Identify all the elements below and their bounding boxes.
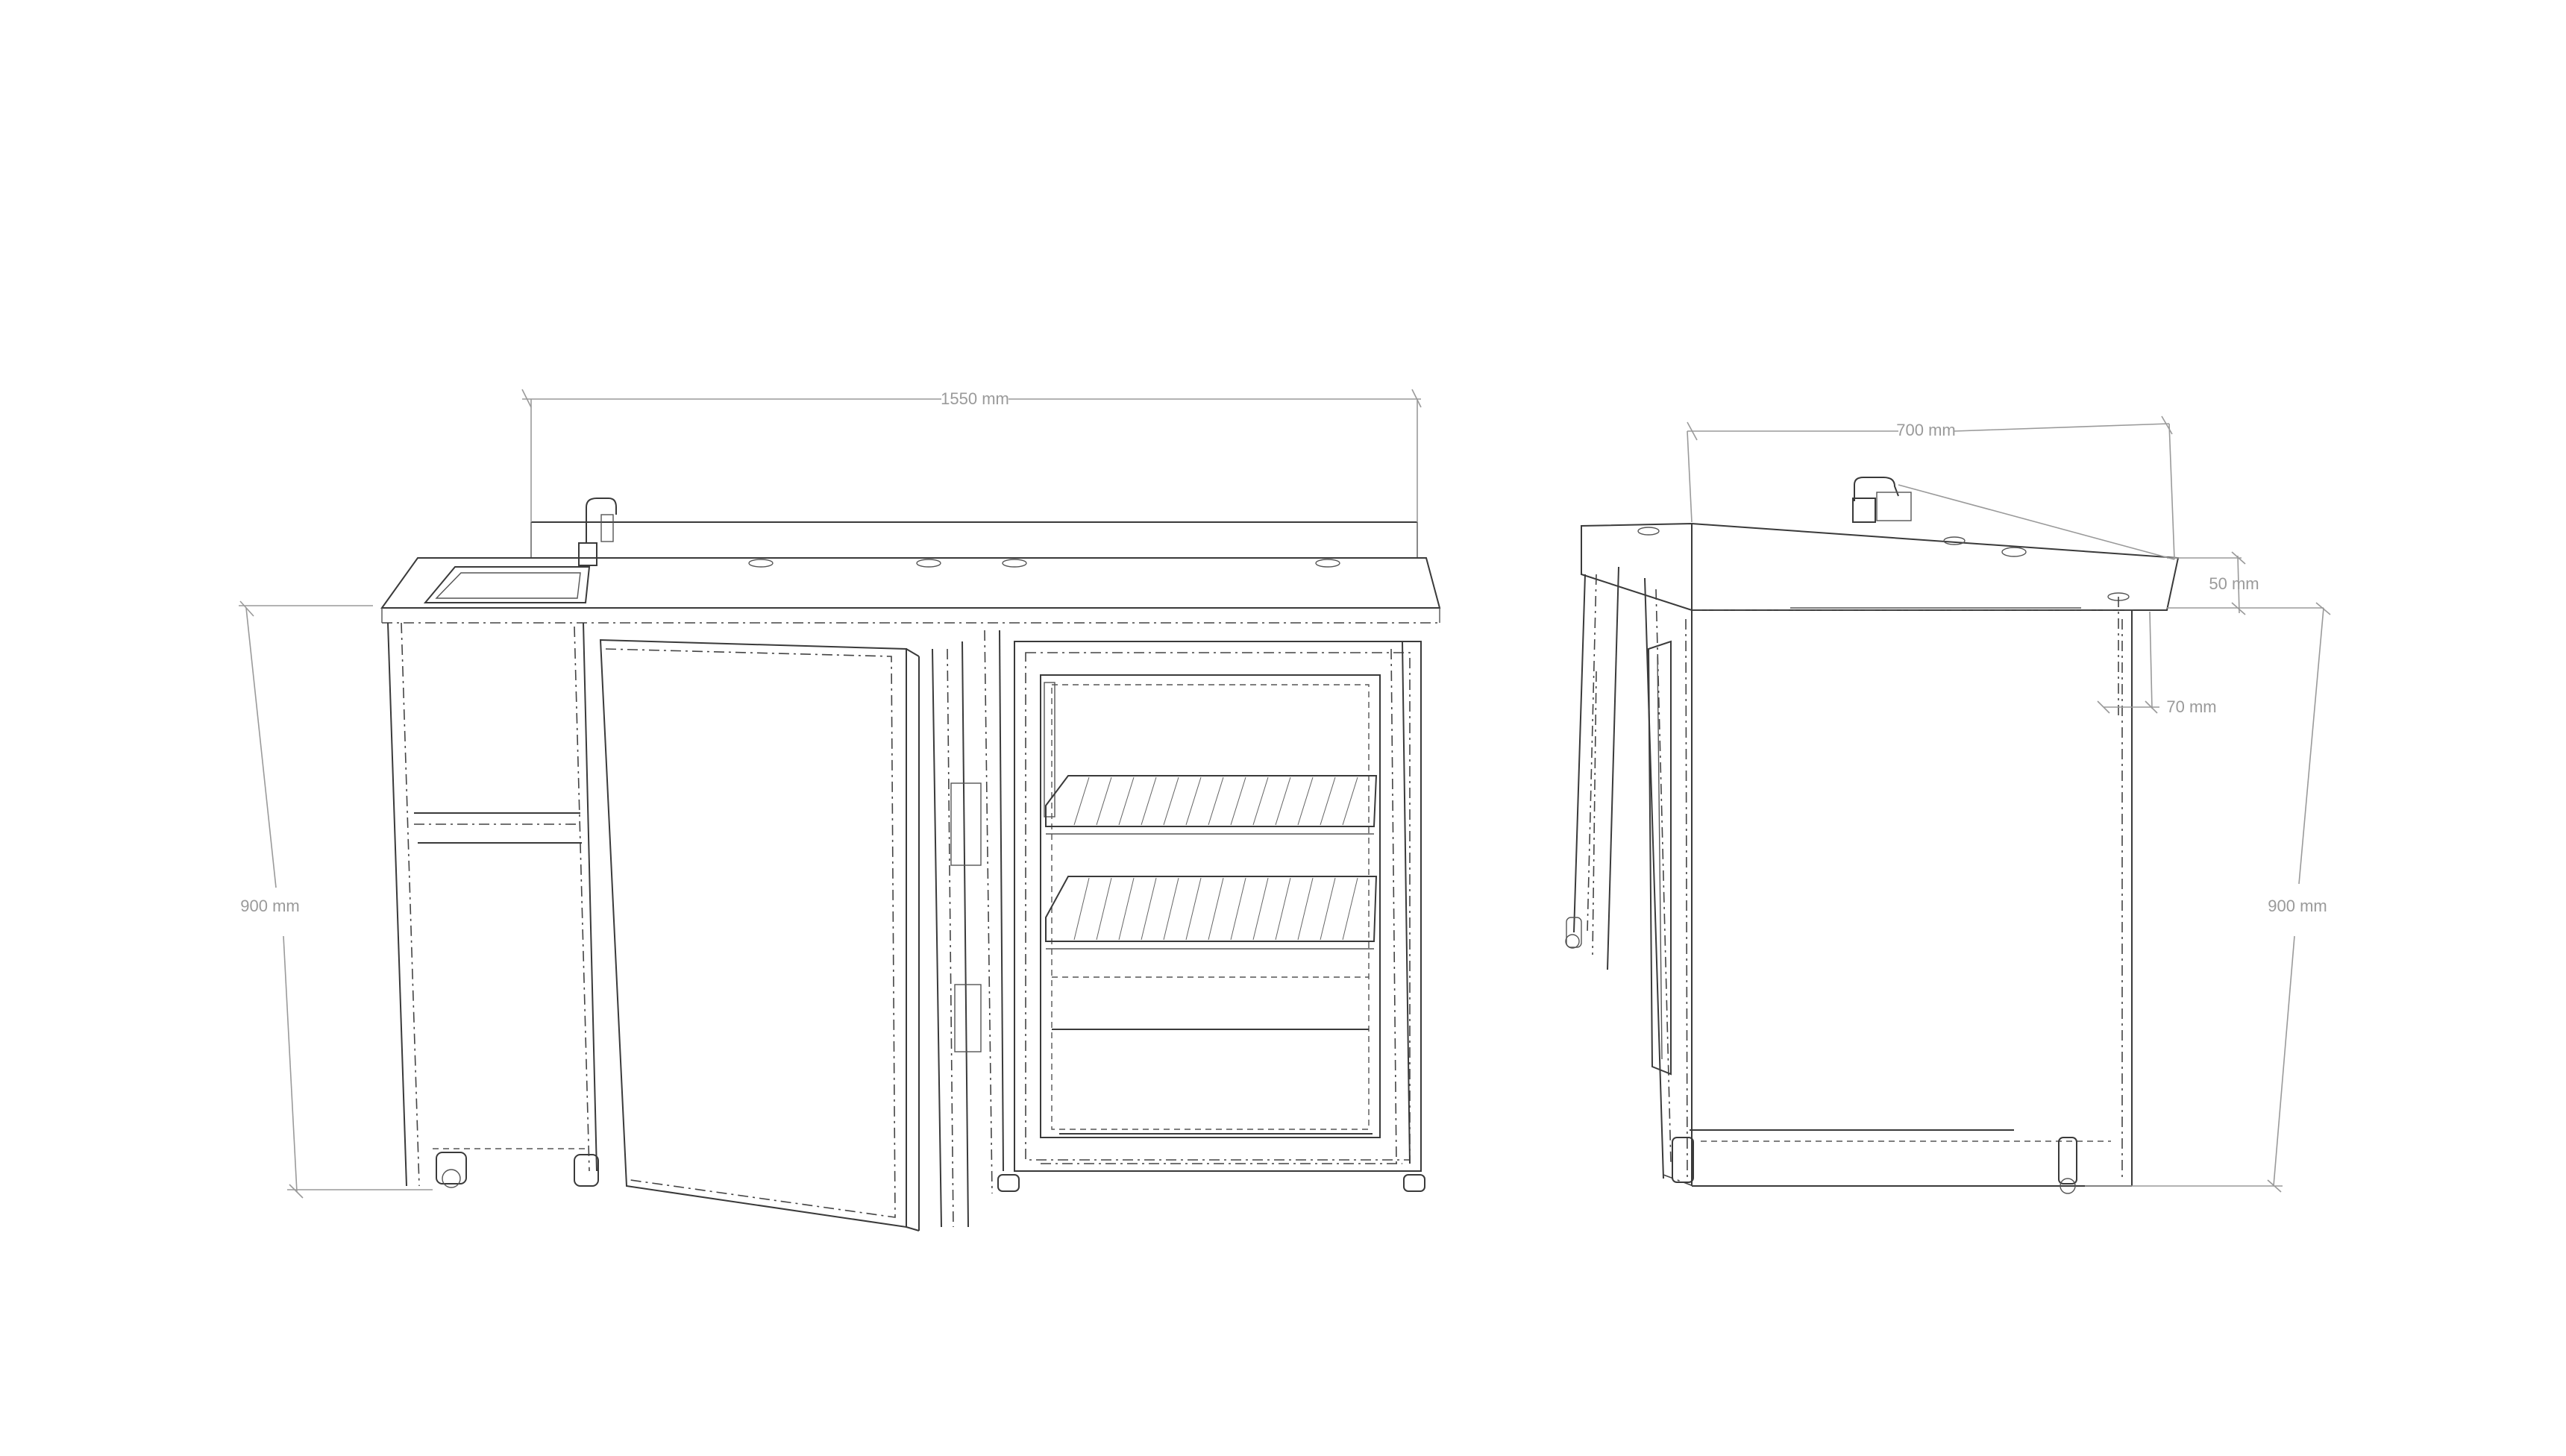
side-faucet xyxy=(1852,477,1912,523)
backsplash-dimension: 50 mm xyxy=(1898,484,2324,615)
fridge-shelf-lower xyxy=(1045,876,1378,950)
side-view: 700 mm 50 mm 70 mm 900 mm xyxy=(1565,415,2331,1194)
faucet xyxy=(578,498,617,566)
side-depth-dimension: 700 mm xyxy=(1687,415,2175,560)
fridge xyxy=(997,641,1425,1192)
overhang-label: 70 mm xyxy=(2166,697,2216,716)
left-cabinet xyxy=(387,622,599,1188)
front-height-label: 900 mm xyxy=(240,897,299,915)
backsplash xyxy=(530,521,1418,558)
front-height-dimension: 900 mm xyxy=(239,600,433,1199)
cabinet-door-open xyxy=(599,638,920,1231)
side-countertop xyxy=(1581,522,2180,611)
front-view: 1550 mm 900 mm xyxy=(239,389,1441,1231)
front-width-dimension: 1550 mm xyxy=(521,389,1422,522)
fridge-shelf-upper xyxy=(1045,775,1378,835)
side-height-dimension: 900 mm xyxy=(2085,602,2331,1193)
front-width-label: 1550 mm xyxy=(941,389,1009,408)
side-cabinet-body xyxy=(1565,566,2133,1194)
countertop xyxy=(380,557,1441,624)
middle-column xyxy=(932,630,1004,1228)
overhang-dimension: 70 mm xyxy=(2097,611,2217,716)
backsplash-height-label: 50 mm xyxy=(2209,574,2259,593)
side-height-label: 900 mm xyxy=(2268,897,2327,915)
side-depth-label: 700 mm xyxy=(1896,421,1955,439)
sink xyxy=(423,566,591,603)
